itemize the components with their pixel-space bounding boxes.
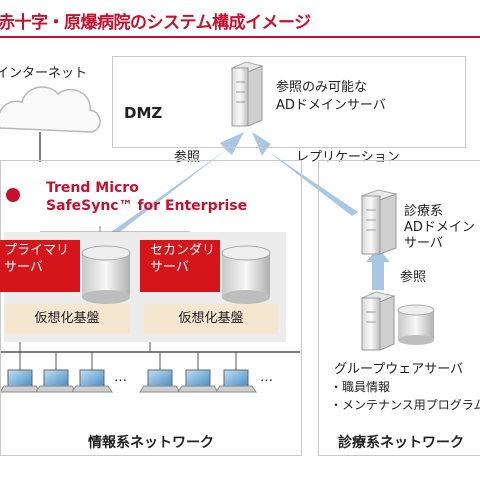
replication-arrow [252,132,358,216]
medical-ad-server-icon [360,189,398,255]
groupware-item-maintenance: ・メンテナンス用プログラム [330,398,480,412]
info-network-label: 情報系ネットワーク [88,435,214,451]
page-title: 赤十字・原爆病院のシステム構成イメージ [0,13,311,33]
medical-ad-label-line1: 診療系 [404,204,444,219]
reference-label-left: 参照 [174,150,201,165]
groupware-server-label: グループウェアサーバ [334,362,464,377]
dmz-zone [112,56,466,148]
virtualization-label-2: 仮想化基盤 [178,311,244,326]
dmz-server-icon [230,61,264,127]
dmz-server-label-line1: 参照のみ可能な [276,80,368,95]
reference-label-right: 参照 [400,270,427,285]
product-name-line2: SafeSync™ for Enterprise [46,198,248,214]
title-bar [0,0,480,38]
reference-arrow-left [100,132,244,244]
laptop-icon [71,369,113,393]
product-name-line1: Trend Micro [46,180,139,196]
medical-ad-label-line2: ADドメイン [404,220,475,235]
secondary-server-label-line2: サーバ [150,260,189,275]
virtualization-label-1: 仮想化基盤 [34,311,100,326]
dmz-label: DMZ [124,104,163,122]
internet-label: インターネット [0,66,88,81]
more-clients-ellipsis-2: … [260,370,273,385]
more-clients-ellipsis-1: … [114,370,127,385]
reference-arrow-right [366,248,390,290]
laptop-icon [215,369,257,393]
primary-server-label-line2: サーバ [4,260,43,275]
medical-ad-label-line3: サーバ [404,236,443,251]
primary-database-icon [81,245,131,304]
trend-micro-logo-icon [6,188,20,202]
dmz-server-label-line2: ADドメインサーバ [276,98,386,113]
groupware-database-icon [397,304,435,345]
primary-server-box: プライマリ サーバ [0,240,80,292]
medical-network-label: 診療系ネットワーク [338,435,464,451]
laptop-icon [35,369,77,393]
groupware-item-staff-info: ・職員情報 [330,380,391,394]
internet-cloud-icon [0,86,101,133]
primary-server-label-line1: プライマリ [4,243,70,258]
secondary-server-box: セカンダリ サーバ [140,240,220,292]
virtualization-platform-2: 仮想化基盤 [144,304,278,334]
laptop-icon [139,369,181,393]
medical-network-zone [318,160,480,456]
secondary-server-label-line1: セカンダリ [150,243,216,258]
replication-label: レプリケーション [296,150,400,165]
groupware-server-icon [360,291,396,351]
laptop-icon [177,369,219,393]
info-network-zone [0,160,302,456]
secondary-database-icon [221,245,271,304]
virtualization-platform-1: 仮想化基盤 [4,304,130,334]
